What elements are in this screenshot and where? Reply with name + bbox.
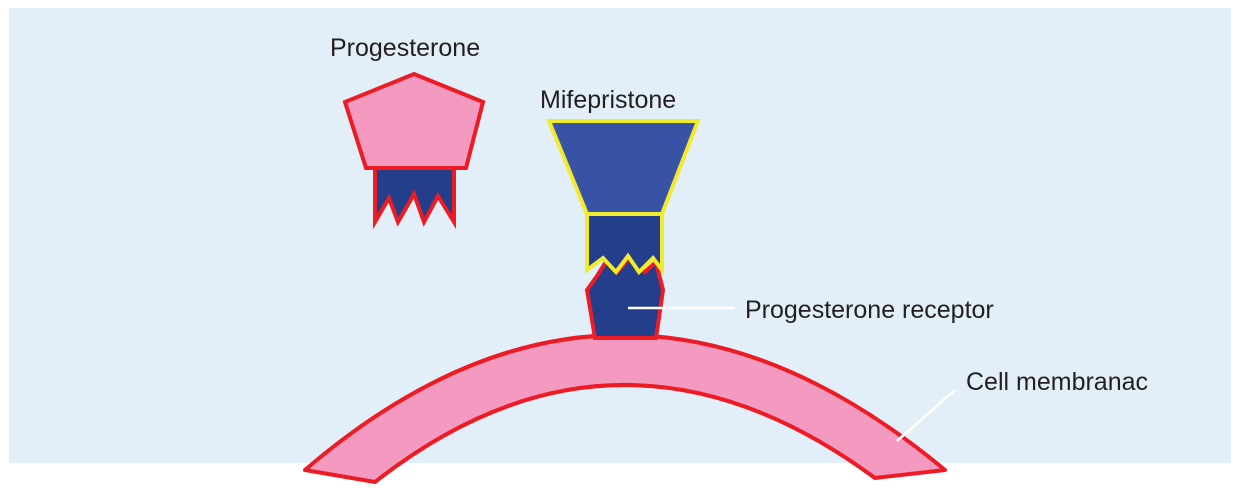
cell-membrane-shape	[305, 335, 945, 482]
mifepristone-label: Mifepristone	[540, 88, 676, 113]
receptor-shape	[587, 256, 663, 338]
progesterone-receptor-label: Progesterone receptor	[745, 298, 994, 323]
cell-membrane-label: Cell membranac	[966, 370, 1148, 395]
progesterone-block-shape	[375, 168, 454, 222]
progesterone-pentagon-shape	[345, 74, 483, 168]
membrane-leader-line	[897, 390, 955, 441]
mifepristone-head-shape	[549, 121, 698, 214]
mifepristone-block-shape	[587, 214, 662, 272]
progesterone-label: Progesterone	[330, 36, 480, 61]
